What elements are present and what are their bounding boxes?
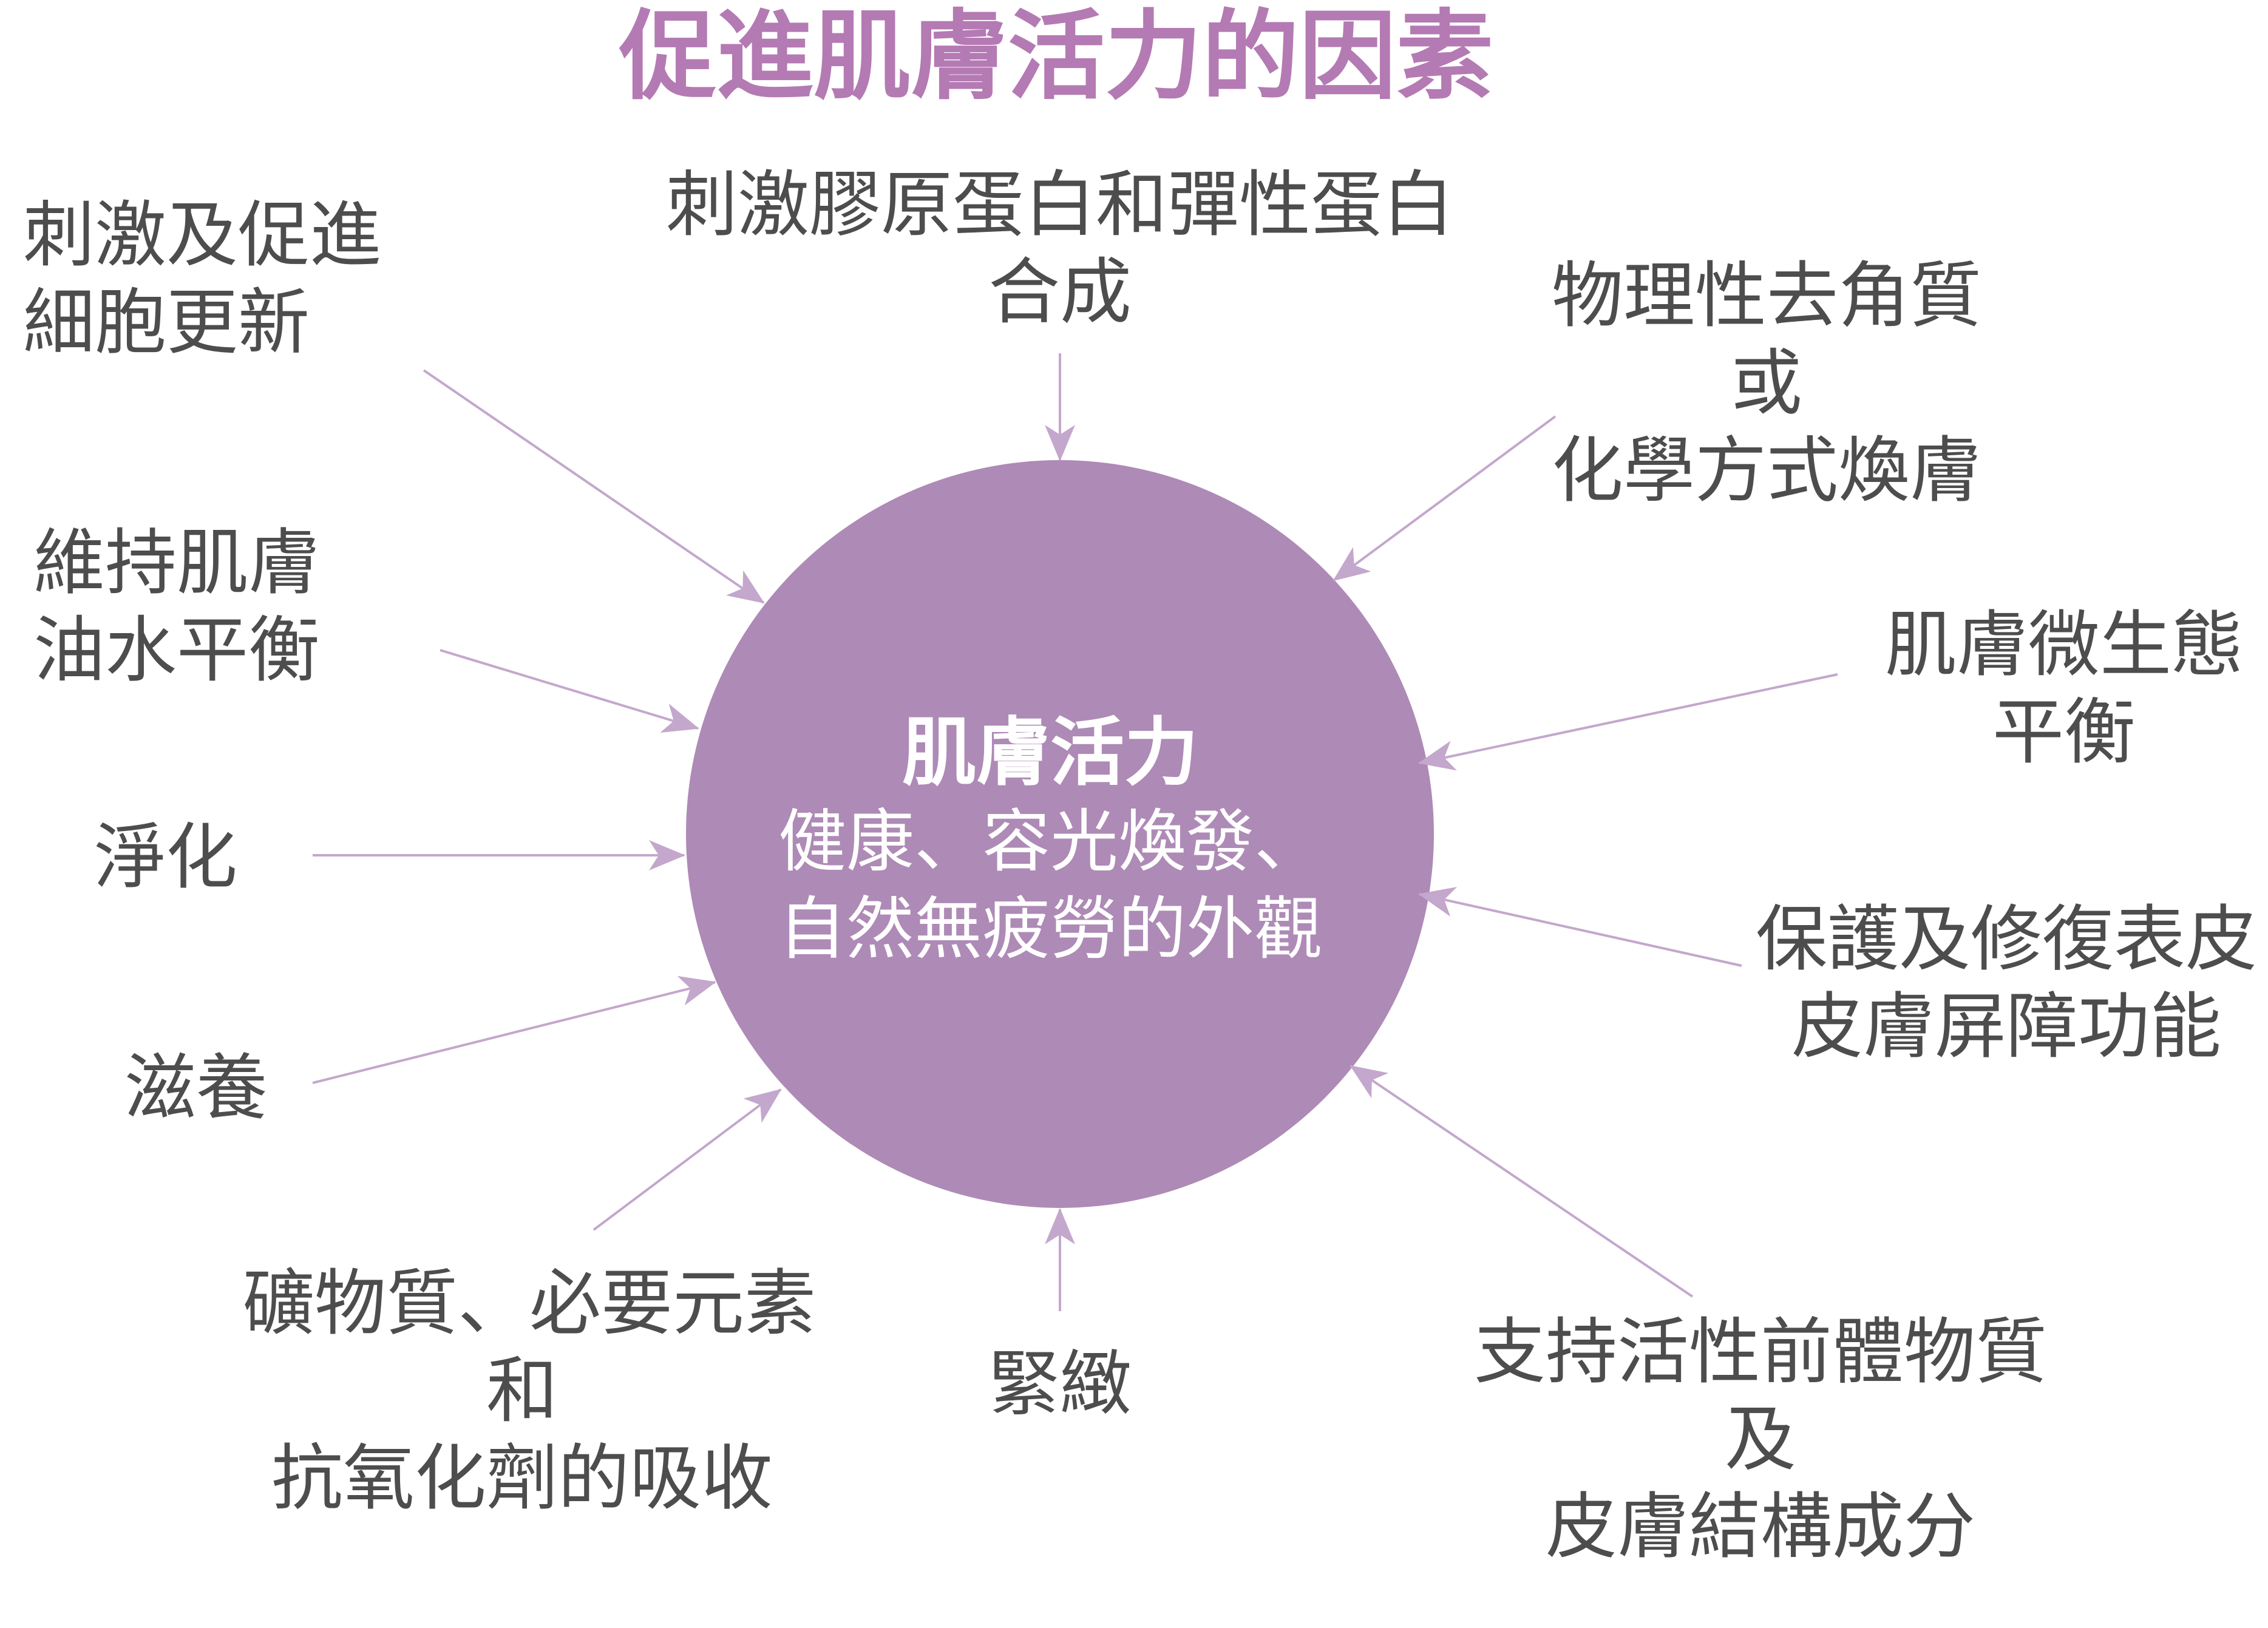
center-title: 肌膚活力	[902, 710, 1198, 796]
factor-cleansing: 淨化	[94, 813, 237, 901]
factor-line: 及	[1724, 1397, 1796, 1481]
factor-line: 淨化	[94, 815, 238, 899]
center-subtitle-line-2: 自然無疲勞的外觀	[778, 890, 1322, 969]
factor-collagen: 刺激膠原蛋白和彈性蛋白 合成	[635, 161, 1485, 336]
factor-line: 皮膚屏障功能	[1791, 985, 2221, 1068]
factor-line: 支持活性前體物質	[1473, 1310, 2047, 1394]
factor-line: 緊緻	[988, 1342, 1132, 1426]
factor-line: 油水平衡	[33, 608, 321, 692]
page-title: 促進肌膚活力的因素	[619, 0, 1493, 113]
arrow-minerals	[592, 1088, 782, 1231]
center-subtitle-line-1: 健康、容光煥發、	[778, 802, 1322, 881]
arrow-cell-renewal	[423, 369, 765, 604]
factor-line: 或	[1730, 341, 1802, 425]
factor-line: 和	[486, 1349, 558, 1433]
factor-line: 肌膚微生態	[1884, 603, 2243, 687]
arrow-precursors	[1350, 1065, 1694, 1298]
factor-line: 滋養	[124, 1046, 268, 1130]
factor-line: 抗氧化劑的吸收	[271, 1436, 773, 1520]
factor-exfoliation: 物理性去角質 或 化學方式煥膚	[1493, 252, 2040, 514]
arrow-oil-balance	[440, 649, 699, 733]
factor-microbiome: 肌膚微生態 平衡	[1852, 601, 2268, 776]
factor-firming: 緊緻	[939, 1340, 1181, 1428]
arrow-nourishing	[312, 975, 716, 1084]
arrow-microbiome	[1418, 673, 1838, 771]
factor-line: 保護及修復表皮	[1755, 897, 2257, 981]
factor-line: 物理性去角質	[1551, 254, 1981, 337]
factor-line: 平衡	[1992, 690, 2136, 774]
factor-line: 化學方式煥膚	[1551, 429, 1981, 512]
factor-precursors: 支持活性前體物質 及 皮膚結構成分	[1457, 1308, 2064, 1570]
arrow-barrier	[1418, 887, 1742, 967]
factor-oil-balance: 維持肌膚 油水平衡	[33, 519, 320, 694]
factor-nourishing: 滋養	[124, 1044, 268, 1131]
factor-line: 合成	[988, 250, 1132, 334]
factor-line: 刺激及促進	[23, 193, 382, 277]
factor-line: 礦物質、必要元素	[243, 1261, 817, 1345]
factor-cell-renewal: 刺激及促進 細胞更新	[23, 191, 381, 366]
center-label: 肌膚活力 健康、容光煥發、 自然無疲勞的外觀	[698, 707, 1402, 973]
arrow-exfoliation	[1333, 415, 1557, 582]
factor-barrier: 保護及修復表皮 皮膚屏障功能	[1748, 895, 2264, 1070]
factor-minerals: 礦物質、必要元素 和 抗氧化劑的吸收	[243, 1260, 817, 1522]
factor-line: 刺激膠原蛋白和彈性蛋白	[665, 163, 1454, 246]
factor-line: 細胞更新	[23, 280, 310, 364]
factor-line: 皮膚結構成分	[1545, 1485, 1975, 1569]
factor-line: 維持肌膚	[33, 521, 321, 605]
center-circle	[686, 460, 1434, 1208]
